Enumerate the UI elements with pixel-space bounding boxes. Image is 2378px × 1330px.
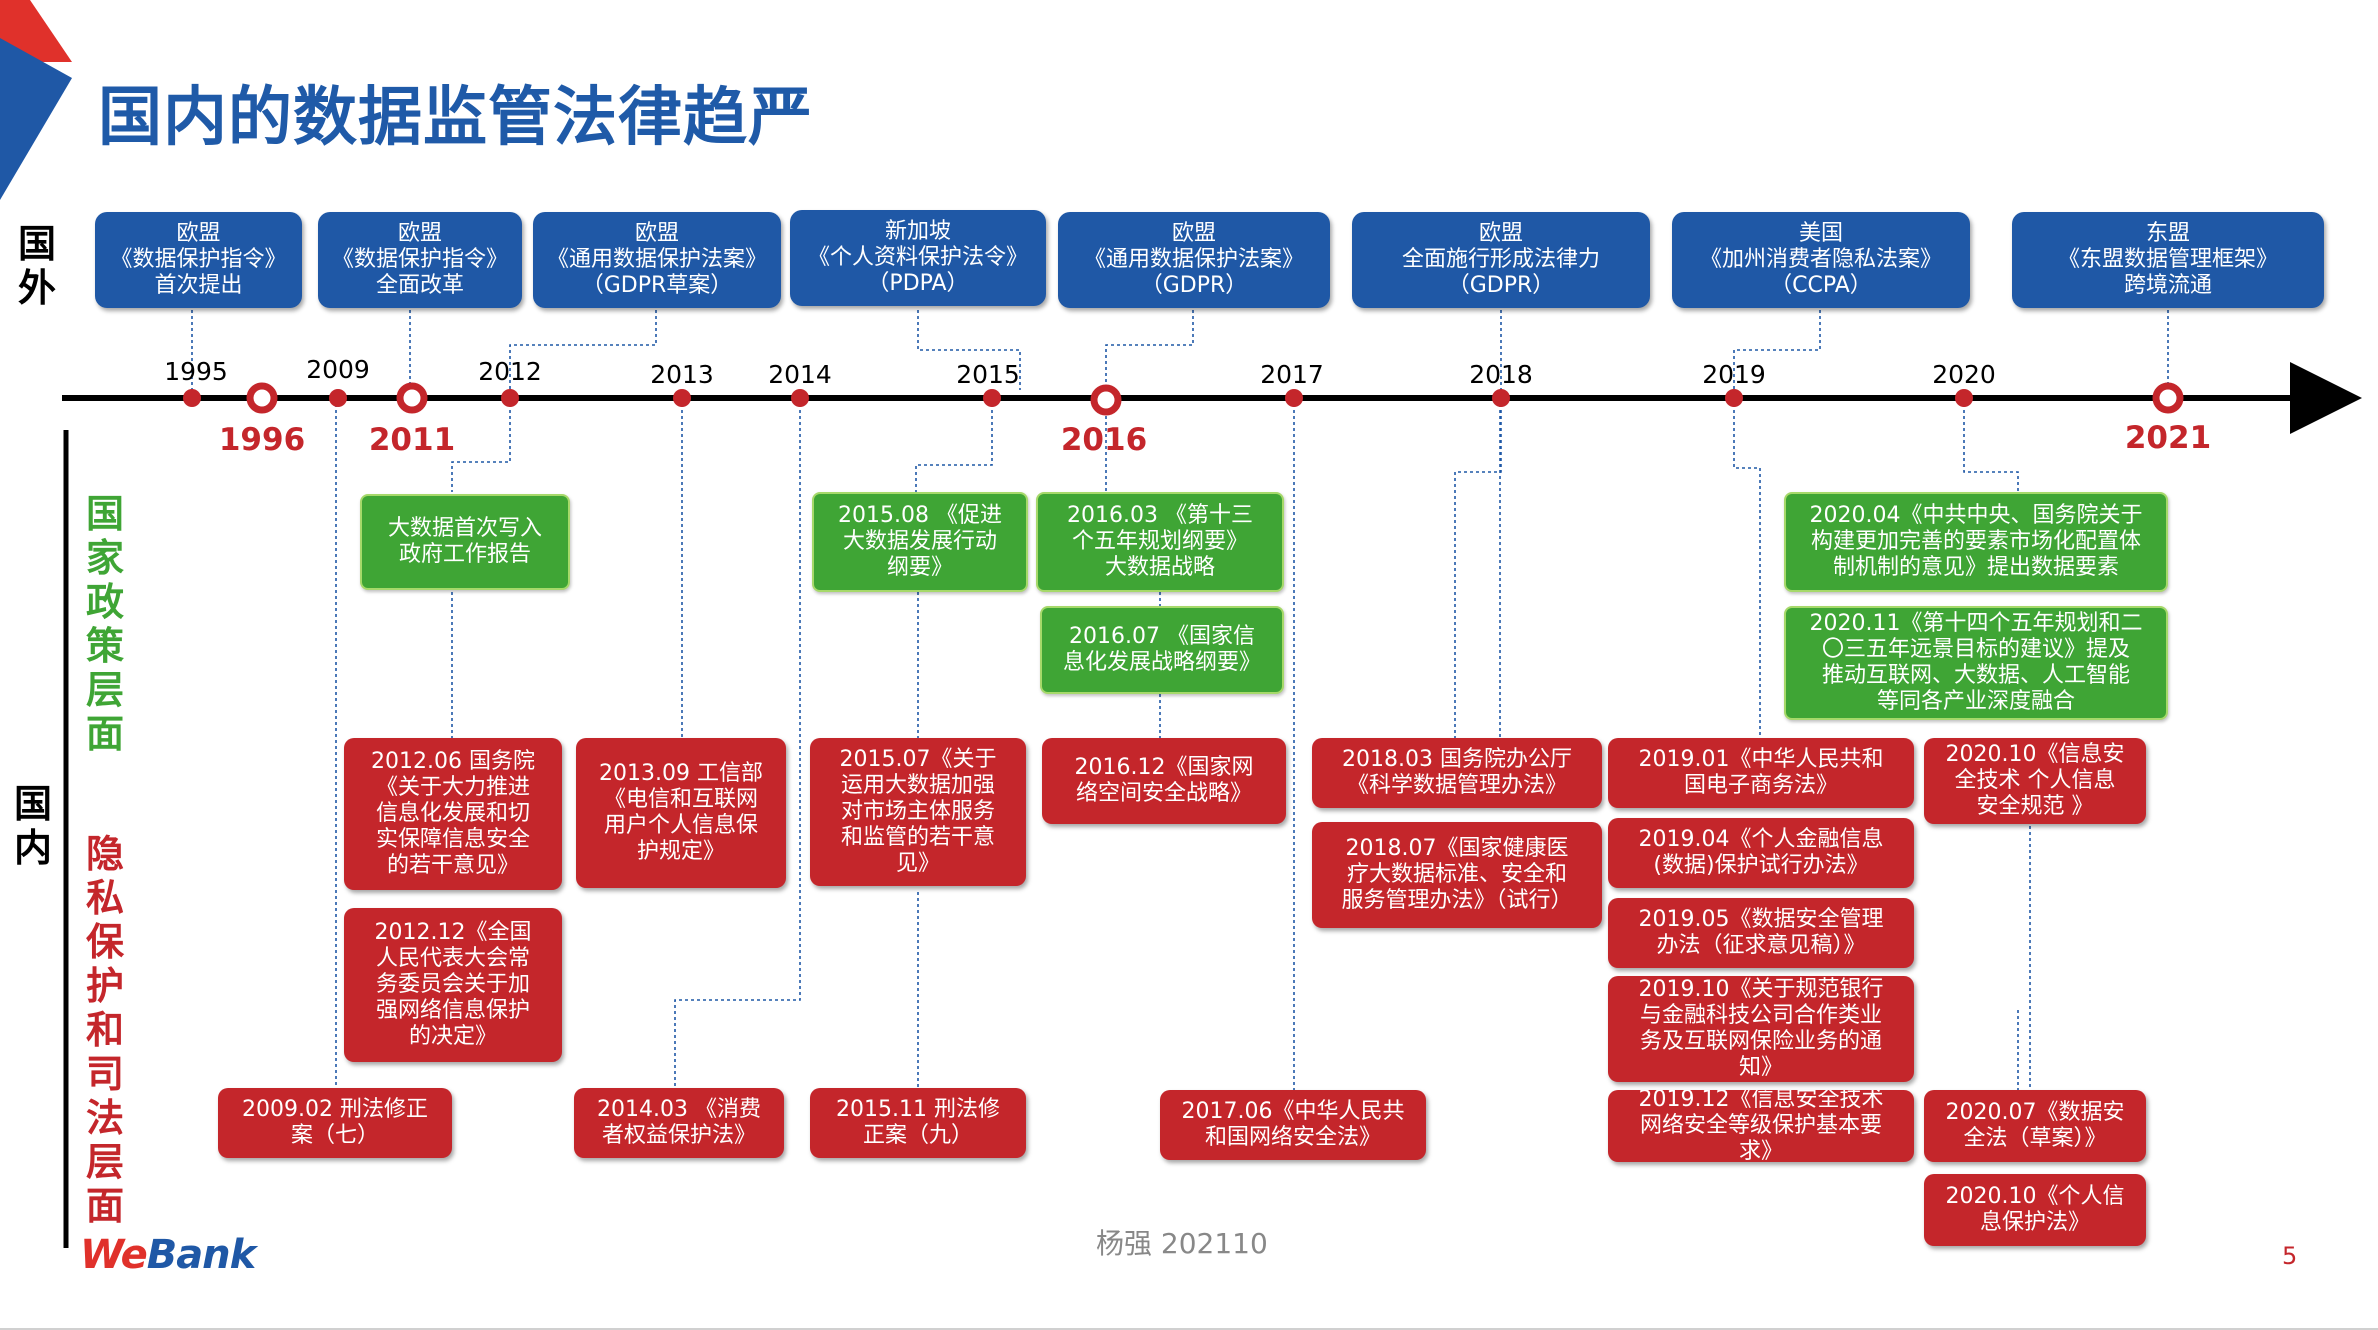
year-label: 2019 [1702,360,1766,389]
privacy-box: 2020.10《信息安 全技术 个人信息 安全规范 》 [1924,738,2146,824]
label-abroad: 国 外 [17,222,56,310]
privacy-box: 2020.07《数据安 全法（草案）》 [1924,1090,2146,1162]
policy-box: 2016.03 《第十三 个五年规划纲要》 大数据战略 [1036,492,1284,592]
privacy-box: 2013.09 工信部 《电信和互联网 用户个人信息保 护规定》 [576,738,786,888]
privacy-box: 2014.03 《消费 者权益保护法》 [574,1088,784,1158]
year-dots [183,389,1973,407]
privacy-box: 2009.02 刑法修正 案（七） [218,1088,452,1158]
logo-bank: Bank [146,1232,257,1278]
label-policy: 国 家 政 策 层 面 [85,492,124,756]
logo-we: We [80,1232,148,1278]
page-number: 5 [2282,1242,2298,1270]
privacy-box: 2012.12《全国 人民代表大会常 务委员会关于加 强网络信息保护 的决定》 [344,908,562,1062]
intl-event-box: 东盟 《东盟数据管理框架》 跨境流通 [2012,212,2324,308]
privacy-box: 2019.05《数据安全管理 办法（征求意见稿）》 [1608,898,1914,968]
year-label: 1995 [164,357,228,386]
highlight-year: 2021 [2124,420,2212,456]
intl-event-box: 欧盟 《数据保护指令》 首次提出 [95,212,302,308]
intl-event-box: 美国 《加州消费者隐私法案》 （CCPA） [1672,212,1970,308]
domestic-connectors [335,398,2031,1090]
policy-box: 2016.07 《国家信 息化发展战略纲要》 [1040,606,1284,694]
year-label: 2015 [956,360,1020,389]
privacy-box: 2016.12《国家网 络空间安全战略》 [1042,738,1286,824]
year-label: 2009 [306,355,370,384]
highlight-rings [246,382,2184,416]
year-label: 2017 [1260,360,1324,389]
year-label: 2013 [650,360,714,389]
privacy-box: 2019.01《中华人民共和 国电子商务法》 [1608,738,1914,808]
privacy-box: 2015.07《关于 运用大数据加强 对市场主体服务 和监管的若干意 见》 [810,738,1026,886]
year-label: 2018 [1469,360,1533,389]
year-label: 2014 [768,360,832,389]
footer-author: 杨强 202110 [1096,1227,1268,1260]
highlight-year: 2016 [1060,422,1148,458]
intl-event-box: 欧盟 《通用数据保护法案》 （GDPR） [1058,212,1330,308]
page-title: 国内的数据监管法律趋严 [98,81,813,155]
intl-event-box: 新加坡 《个人资料保护法令》 （PDPA） [790,210,1046,306]
policy-box: 2015.08 《促进 大数据发展行动 纲要》 [812,492,1028,592]
intl-event-box: 欧盟 全面施行形成法律力 （GDPR） [1352,212,1650,308]
intl-connectors [191,310,2169,390]
webank-logo: WeBank [80,1232,257,1278]
bottom-divider [0,1328,2378,1330]
privacy-box: 2018.07《国家健康医 疗大数据标准、安全和 服务管理办法》（试行） [1312,822,1602,928]
privacy-box: 2019.04《个人金融信息 (数据)保护试行办法》 [1608,818,1914,888]
privacy-box: 2015.11 刑法修 正案（九） [810,1088,1026,1158]
privacy-box: 2012.06 国务院 《关于大力推进 信息化发展和切 实保障信息安全 的若干意… [344,738,562,890]
privacy-box: 2019.12《信息安全技术 网络安全等级保护基本要 求》 [1608,1090,1914,1162]
intl-event-box: 欧盟 《通用数据保护法案》 （GDPR草案） [533,212,781,308]
policy-box: 2020.11《第十四个五年规划和二 〇三五年远景目标的建议》提及 推动互联网、… [1784,606,2168,720]
label-domestic: 国 内 [13,782,52,870]
policy-box: 2020.04《中共中央、国务院关于 构建更加完善的要素市场化配置体 制机制的意… [1784,492,2168,592]
privacy-box: 2018.03 国务院办公厅 《科学数据管理办法》 [1312,738,1602,808]
corner-decoration [0,0,72,200]
privacy-box: 2017.06《中华人民共 和国网络安全法》 [1160,1090,1426,1160]
intl-event-box: 欧盟 《数据保护指令》 全面改革 [318,212,522,308]
year-label: 2020 [1932,360,1996,389]
highlight-year: 1996 [218,422,306,458]
label-privacy: 隐 私 保 护 和 司 法 层 面 [85,832,124,1228]
year-label: 2012 [478,357,542,386]
policy-box: 大数据首次写入 政府工作报告 [360,494,570,590]
privacy-box: 2019.10《关于规范银行 与金融科技公司合作类业 务及互联网保险业务的通 知… [1608,976,1914,1082]
privacy-box: 2020.10《个人信 息保护法》 [1924,1174,2146,1246]
highlight-year: 2011 [368,422,456,458]
